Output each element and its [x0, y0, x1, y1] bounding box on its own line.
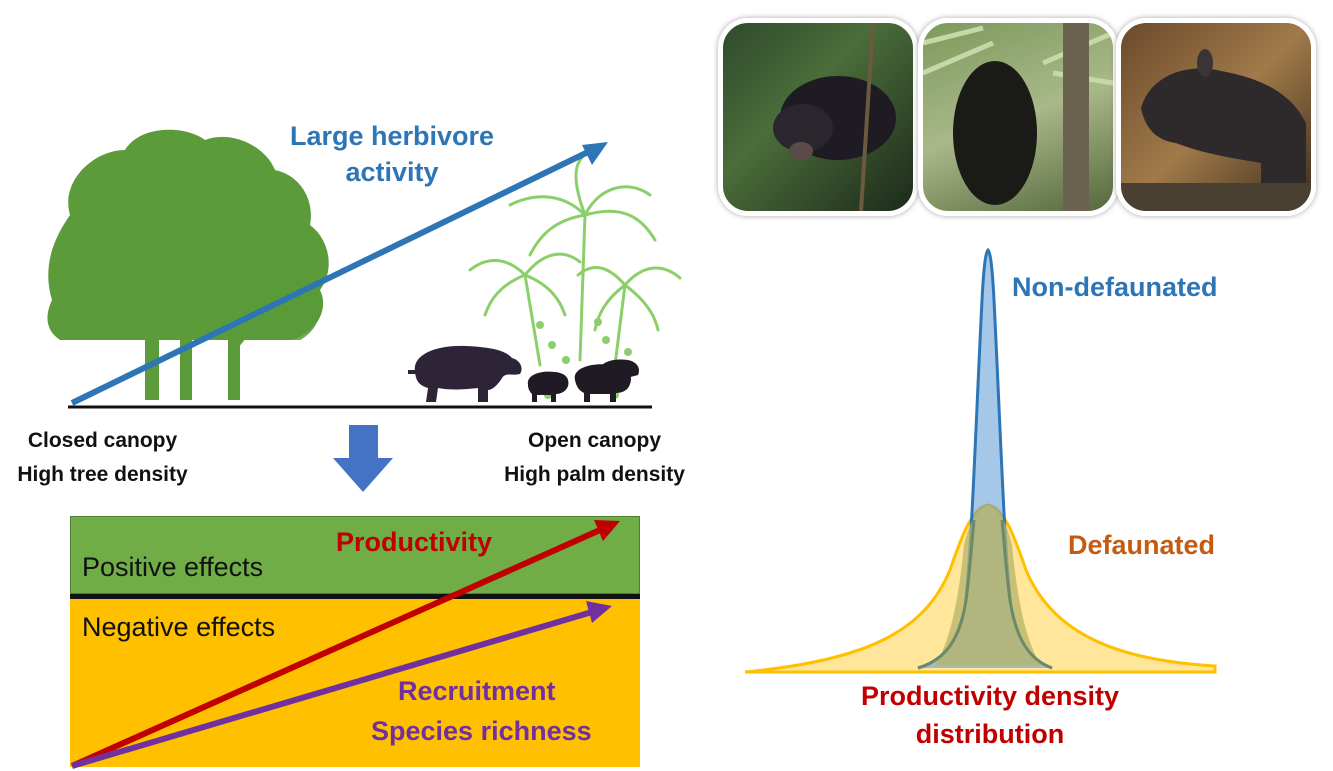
negative-effects-label: Negative effects — [82, 612, 276, 642]
closed-canopy-line2: High tree density — [17, 463, 188, 486]
tapir-photo-icon — [1121, 49, 1311, 211]
open-canopy-label: Open canopy High palm density — [492, 424, 697, 492]
productivity-label: Productivity — [336, 527, 493, 557]
peccary-photo-icon — [773, 23, 896, 211]
peccary-photo — [718, 18, 918, 216]
palm-fruit-photo — [918, 18, 1118, 216]
productivity-arrow — [70, 520, 620, 769]
recruitment-arrow — [71, 601, 612, 769]
effects-divider — [70, 594, 640, 599]
tapir-icon — [408, 345, 522, 402]
distribution-label: Productivity density distribution — [820, 677, 1160, 753]
gradient-label: Large herbivore activity — [272, 118, 512, 190]
open-canopy-line2: High palm density — [504, 463, 685, 486]
positive-effects-label: Positive effects — [82, 552, 264, 582]
tapir-photo — [1116, 18, 1316, 216]
palm-trees-icon — [468, 148, 682, 367]
distribution-label-line2: distribution — [915, 719, 1065, 749]
open-canopy-line1: Open canopy — [527, 429, 662, 452]
herbivore-activity-arrow — [70, 142, 608, 406]
closed-canopy-label: Closed canopy High tree density — [0, 424, 205, 492]
distribution-label-line1: Productivity density — [860, 681, 1120, 711]
closed-canopy-line1: Closed canopy — [27, 429, 178, 452]
species-richness-label: Species richness — [371, 716, 592, 746]
gradient-label-line2: activity — [345, 157, 439, 187]
palm-fruit-photo-icon — [923, 23, 1113, 211]
down-arrow-icon — [333, 425, 393, 492]
recruitment-label: Recruitment — [398, 676, 556, 706]
non-defaunated-label: Non-defaunated — [1012, 272, 1218, 302]
defaunated-label: Defaunated — [1068, 530, 1216, 560]
gradient-label-line1: Large herbivore — [289, 121, 495, 151]
peccary-herd-icon — [527, 359, 639, 402]
